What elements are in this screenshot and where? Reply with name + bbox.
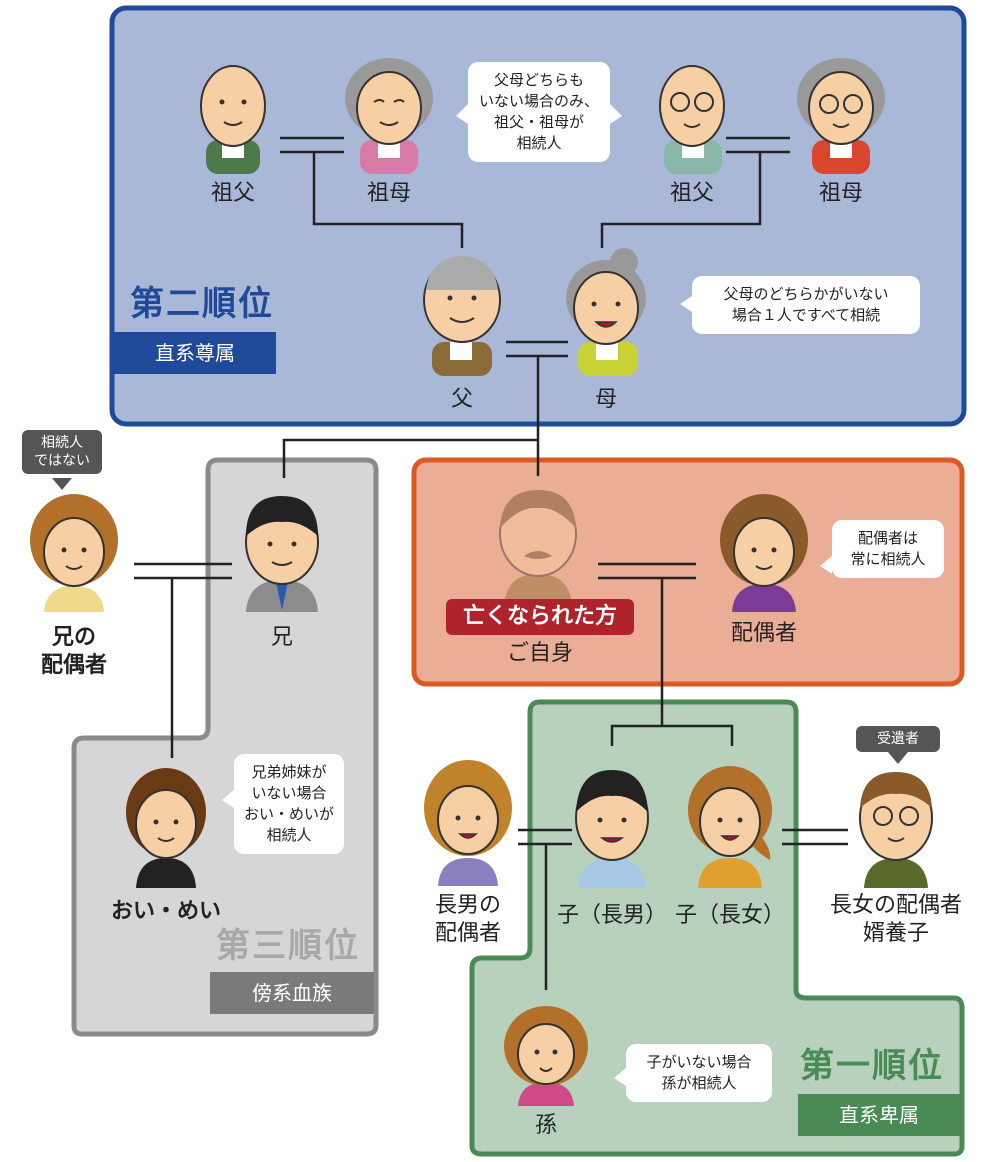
grandparents-bubble: 父母どちらも いない場合のみ、 祖父・祖母が 相続人: [468, 62, 610, 162]
spouse-avatar: [720, 494, 808, 612]
family-lines: [134, 136, 848, 990]
eldest-daughter-avatar: [688, 766, 772, 888]
first-rank-badge: 直系卑属: [798, 1094, 960, 1136]
grandchild-avatar: [504, 1006, 588, 1106]
daughter-spouse-label: 長女の配偶者 婿養子: [829, 893, 963, 946]
grandfather-maternal-avatar: [659, 65, 725, 174]
deceased-badge: 亡くなられた方: [446, 599, 634, 635]
not-heir-tag: 相続人 ではない: [22, 430, 102, 474]
grandfather-paternal-label: 祖父: [210, 181, 256, 206]
third-rank-badge: 傍系血族: [210, 972, 374, 1014]
mother-label: 母: [594, 387, 618, 412]
eldest-son-avatar: [575, 770, 649, 888]
first-rank-title: 第一順位: [800, 1046, 944, 1086]
son-spouse-avatar: [424, 760, 512, 886]
second-rank-title: 第二順位: [130, 284, 274, 324]
spouse-bubble: 配偶者は 常に相続人: [832, 520, 944, 578]
siblings-bubble: 兄弟姉妹が いない場合 おい・めいが 相続人: [234, 754, 344, 854]
grandmother-maternal-avatar: [797, 58, 885, 174]
father-avatar: [423, 256, 501, 376]
grandchild-label: 孫: [534, 1113, 558, 1138]
nephew-niece-avatar: [126, 768, 206, 888]
legatee-tag: 受遺者: [856, 726, 940, 752]
deceased-label: ご自身: [506, 641, 574, 666]
eldest-son-label: 子（長男）: [556, 903, 668, 928]
third-rank-title: 第三順位: [216, 926, 360, 966]
grandmother-paternal-label: 祖母: [366, 181, 412, 206]
mother-avatar: [566, 248, 646, 376]
tag-tails: [52, 478, 908, 764]
daughter-spouse-avatar: [859, 772, 933, 888]
brother-avatar: [245, 496, 319, 612]
grandfather-maternal-label: 祖父: [669, 181, 715, 206]
grandmother-paternal-avatar: [345, 58, 433, 174]
eldest-daughter-label: 子（長女）: [674, 903, 786, 928]
father-label: 父: [450, 387, 474, 412]
parents-bubble: 父母のどちらかがいない 場合１人ですべて相続: [692, 276, 920, 334]
deceased-avatar: [499, 490, 577, 606]
brother-spouse-label: 兄の 配偶者: [40, 625, 108, 678]
grandchild-bubble: 子がいない場合 孫が相続人: [626, 1044, 772, 1102]
grandmother-maternal-label: 祖母: [818, 181, 864, 206]
grandfather-paternal-avatar: [200, 65, 266, 174]
bubble-tails: [222, 104, 832, 1086]
nephew-niece-label: おい・めい: [110, 899, 222, 924]
brother-label: 兄: [270, 625, 294, 650]
brother-spouse-avatar: [30, 494, 118, 612]
spouse-label: 配偶者: [730, 621, 798, 646]
second-rank-badge: 直系尊属: [114, 332, 276, 374]
son-spouse-label: 長男の 配偶者: [434, 893, 502, 946]
